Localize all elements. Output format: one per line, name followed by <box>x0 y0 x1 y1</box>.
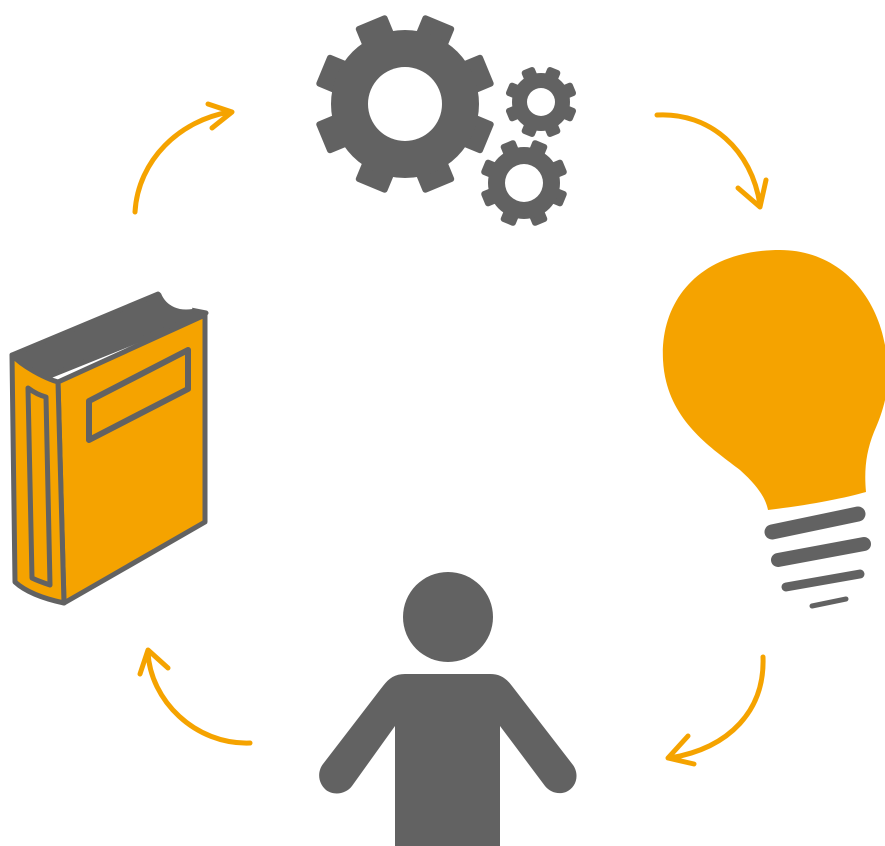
book-icon <box>9 291 209 606</box>
book-spine-band <box>25 385 53 588</box>
book-cover-label <box>86 347 191 443</box>
lightbulb-glass <box>662 250 885 510</box>
person-body <box>319 674 577 846</box>
arrow-idea-to-person <box>665 654 766 767</box>
lightbulb-thread-2 <box>771 537 871 567</box>
person-head <box>403 572 493 662</box>
book-top-notch <box>161 292 193 310</box>
person-icon <box>319 572 577 846</box>
lightbulb-tip <box>809 596 849 609</box>
arrow-person-to-knowledge <box>137 647 253 746</box>
arrow-knowledge-to-gears <box>132 101 235 215</box>
large-gear-icon <box>316 15 494 193</box>
small-gear-top-icon <box>505 66 577 138</box>
cycle-arrows <box>132 101 769 767</box>
lightbulb-icon <box>662 250 885 609</box>
lightbulb-thread-3 <box>781 569 865 592</box>
arrow-gears-to-idea <box>654 112 769 210</box>
lightbulb-thread-1 <box>764 506 866 540</box>
small-gear-bottom-icon <box>481 140 567 226</box>
gears-icon <box>316 15 577 226</box>
